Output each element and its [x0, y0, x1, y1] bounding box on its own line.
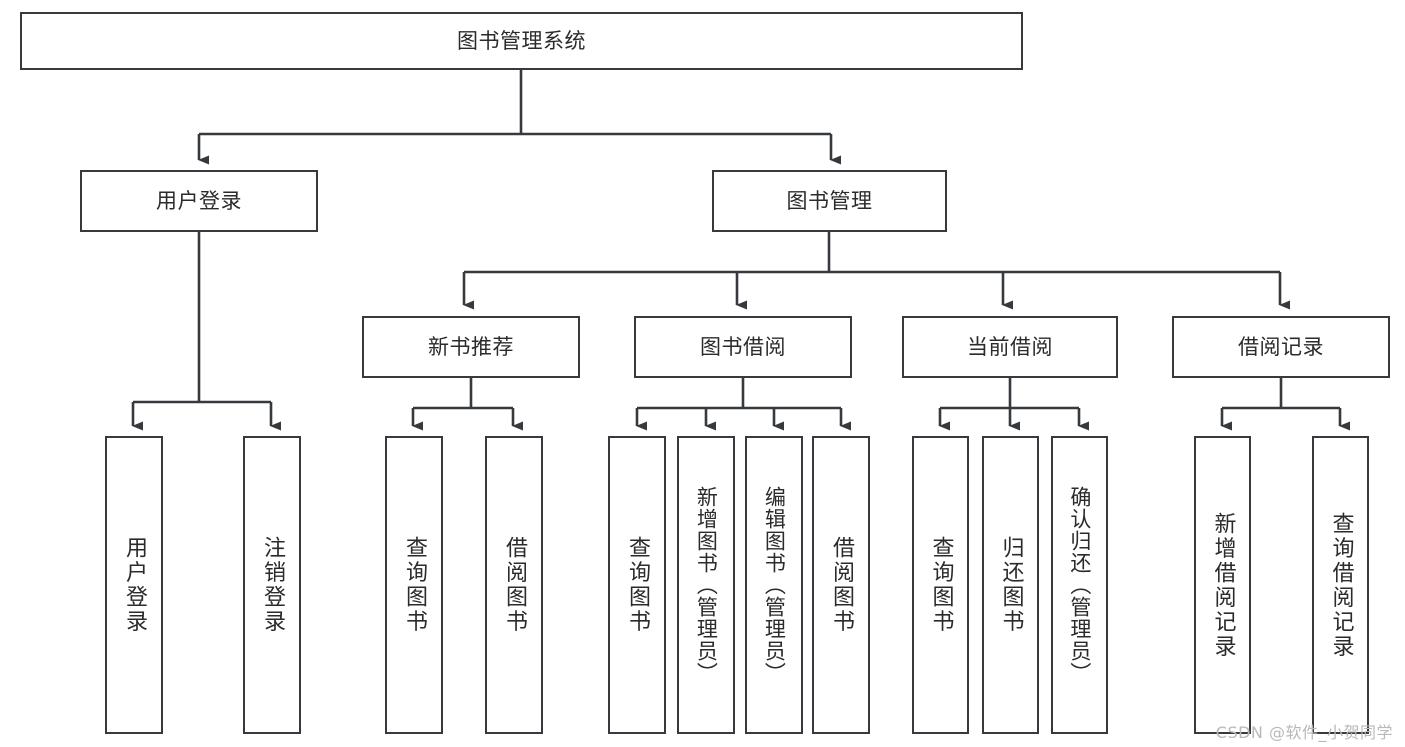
node-label: 查询借阅记录	[1328, 511, 1354, 659]
node-label: 确认归还（管理员）	[1067, 486, 1092, 684]
leaf-borrow-borrow-book[interactable]: 借阅图书	[812, 436, 870, 734]
leaf-borrow-add-book-admin[interactable]: 新增图书（管理员）	[677, 436, 735, 734]
node-label: 用户登录	[121, 536, 147, 634]
node-label: 注销登录	[259, 536, 285, 634]
node-label: 查询图书	[401, 536, 427, 634]
leaf-borrow-query-book[interactable]: 查询图书	[608, 436, 666, 734]
csdn-watermark: CSDN @软件_小贺同学	[1215, 723, 1393, 742]
leaf-new-books-borrow-book[interactable]: 借阅图书	[485, 436, 543, 734]
node-root-book-management-system[interactable]: 图书管理系统	[20, 12, 1023, 70]
node-label: 查询图书	[928, 536, 954, 634]
node-label: 归还图书	[998, 536, 1024, 634]
node-label: 查询图书	[624, 536, 650, 634]
node-label: 用户登录	[156, 188, 242, 213]
node-label: 借阅图书	[828, 536, 854, 634]
node-user-login[interactable]: 用户登录	[80, 170, 318, 232]
node-label: 图书管理	[786, 188, 873, 213]
leaf-current-return-book[interactable]: 归还图书	[982, 436, 1039, 734]
leaf-records-add-record[interactable]: 新增借阅记录	[1194, 436, 1251, 734]
node-borrow-records[interactable]: 借阅记录	[1172, 316, 1390, 378]
node-book-management[interactable]: 图书管理	[712, 170, 947, 232]
node-label: 借阅图书	[501, 536, 527, 634]
node-book-borrowing[interactable]: 图书借阅	[634, 316, 852, 378]
node-current-borrowing[interactable]: 当前借阅	[902, 316, 1118, 378]
node-label: 借阅记录	[1238, 334, 1324, 359]
leaf-current-query-book[interactable]: 查询图书	[912, 436, 969, 734]
leaf-new-books-query-book[interactable]: 查询图书	[385, 436, 443, 734]
leaf-user-login-logout[interactable]: 注销登录	[243, 436, 301, 734]
node-label: 新增图书（管理员）	[694, 486, 719, 684]
node-label: 图书借阅	[700, 334, 786, 359]
node-label: 新增借阅记录	[1210, 511, 1236, 659]
leaf-borrow-edit-book-admin[interactable]: 编辑图书（管理员）	[745, 436, 803, 734]
leaf-user-login-login[interactable]: 用户登录	[105, 436, 163, 734]
node-label: 编辑图书（管理员）	[762, 486, 787, 684]
leaf-records-query-record[interactable]: 查询借阅记录	[1312, 436, 1369, 734]
leaf-current-confirm-return-admin[interactable]: 确认归还（管理员）	[1051, 436, 1108, 734]
node-label: 图书管理系统	[457, 28, 586, 53]
node-new-book-recommendation[interactable]: 新书推荐	[362, 316, 580, 378]
node-label: 新书推荐	[428, 334, 514, 359]
node-label: 当前借阅	[967, 334, 1053, 359]
